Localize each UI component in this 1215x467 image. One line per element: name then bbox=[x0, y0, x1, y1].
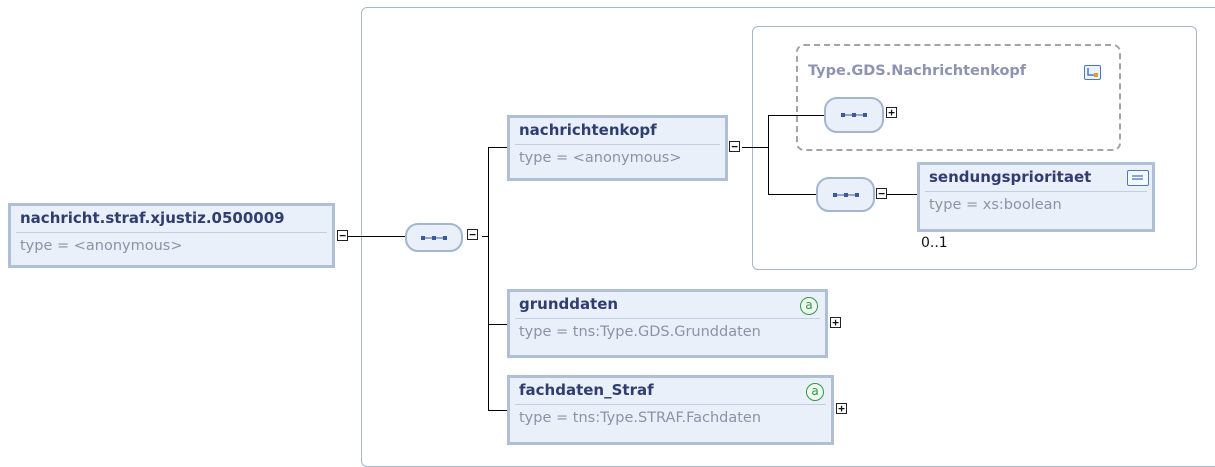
type-reference-icon bbox=[1084, 65, 1101, 80]
type-reference-box[interactable]: Type.GDS.Nachrichtenkopf bbox=[796, 44, 1121, 151]
root-element-box[interactable]: nachricht.straf.xjustiz.0500009 type = <… bbox=[8, 203, 335, 268]
sequence-icon bbox=[421, 235, 447, 240]
nachrichtenkopf-element-name: nachrichtenkopf bbox=[519, 121, 657, 139]
simple-type-icon bbox=[1127, 170, 1149, 186]
collapse-toggle-icon[interactable]: − bbox=[467, 229, 478, 240]
sequence-icon bbox=[841, 113, 867, 117]
connector bbox=[768, 115, 824, 116]
expand-toggle-icon[interactable]: + bbox=[830, 317, 841, 328]
grunddaten-element-box[interactable]: grunddaten a type = tns:Type.GDS.Grundda… bbox=[507, 289, 828, 358]
root-element-name: nachricht.straf.xjustiz.0500009 bbox=[20, 209, 285, 227]
divider bbox=[515, 144, 720, 145]
type-reference-sequence[interactable] bbox=[824, 97, 884, 133]
nachrichtenkopf-element-type: type = <anonymous> bbox=[519, 150, 682, 166]
connector bbox=[482, 236, 489, 237]
occurrence-label: 0..1 bbox=[921, 235, 948, 251]
attribute-icon: a bbox=[806, 383, 824, 401]
connector bbox=[348, 236, 406, 237]
connector bbox=[742, 147, 769, 148]
fachdaten-element-type: type = tns:Type.STRAF.Fachdaten bbox=[519, 410, 762, 426]
grunddaten-element-name: grunddaten bbox=[519, 295, 619, 313]
sendungsprioritaet-element-type: type = xs:boolean bbox=[929, 197, 1062, 213]
divider bbox=[16, 232, 327, 233]
connector bbox=[488, 147, 507, 148]
divider bbox=[515, 404, 826, 405]
fachdaten-element-box[interactable]: fachdaten_Straf a type = tns:Type.STRAF.… bbox=[507, 375, 834, 445]
root-element-type: type = <anonymous> bbox=[20, 238, 183, 254]
expand-toggle-icon[interactable]: + bbox=[886, 107, 897, 118]
divider bbox=[515, 318, 820, 319]
attribute-icon: a bbox=[800, 297, 818, 315]
sendungsprioritaet-sequence[interactable] bbox=[816, 177, 875, 212]
sendungsprioritaet-element-box[interactable]: sendungsprioritaet type = xs:boolean bbox=[917, 162, 1155, 232]
grunddaten-element-type: type = tns:Type.GDS.Grunddaten bbox=[519, 324, 761, 340]
connector bbox=[887, 194, 917, 195]
expand-toggle-icon[interactable]: + bbox=[836, 403, 847, 414]
sequence-compositor[interactable] bbox=[405, 223, 463, 252]
collapse-toggle-icon[interactable]: − bbox=[337, 230, 348, 241]
sendungsprioritaet-element-name: sendungsprioritaet bbox=[929, 168, 1092, 186]
connector bbox=[768, 115, 769, 195]
collapse-toggle-icon[interactable]: − bbox=[729, 141, 740, 152]
sequence-icon bbox=[832, 192, 859, 197]
type-reference-title: Type.GDS.Nachrichtenkopf bbox=[808, 63, 1027, 79]
collapse-toggle-icon[interactable]: − bbox=[876, 188, 887, 199]
connector bbox=[488, 324, 507, 325]
connector bbox=[488, 410, 507, 411]
connector bbox=[488, 147, 489, 411]
fachdaten-element-name: fachdaten_Straf bbox=[519, 381, 654, 399]
divider bbox=[925, 191, 1147, 192]
nachrichtenkopf-element-box[interactable]: nachrichtenkopf type = <anonymous> bbox=[507, 115, 728, 181]
connector bbox=[768, 194, 816, 195]
